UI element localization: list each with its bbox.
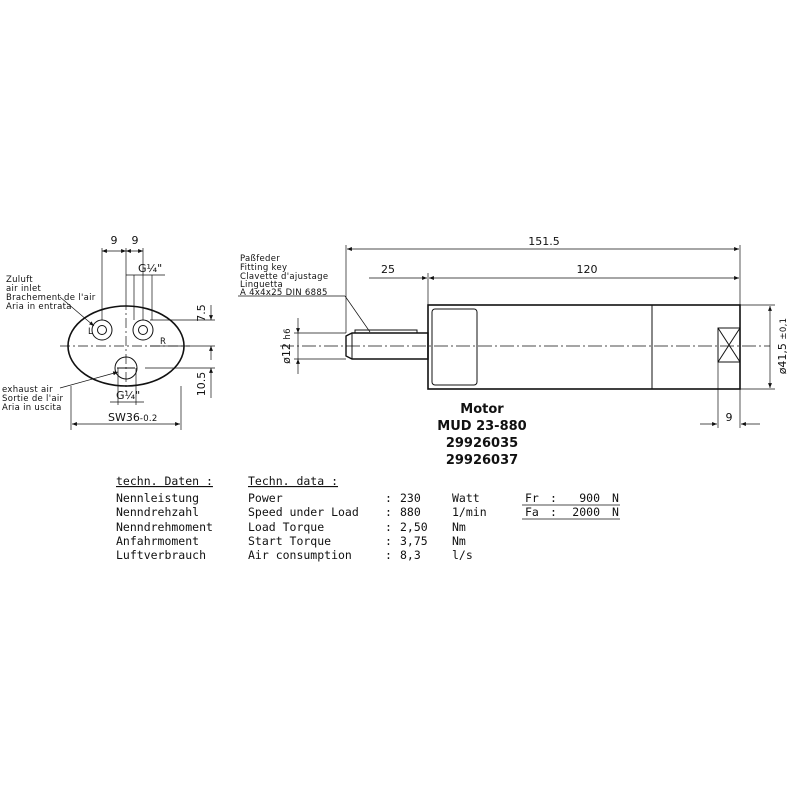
row-en: Speed under Load xyxy=(248,505,359,519)
tech-data-table: techn. Daten : Techn. data : Nennleistun… xyxy=(116,474,620,562)
svg-text:Brachement de l'air: Brachement de l'air xyxy=(6,293,96,303)
title-block: Motor MUD 23-880 29926035 29926037 xyxy=(437,402,526,468)
thread-bottom-label: G¼" xyxy=(116,389,140,402)
dim-25: 25 xyxy=(381,263,395,276)
front-view xyxy=(59,248,215,430)
row-unit: Nm xyxy=(452,534,466,548)
svg-text:Clavette d'ajustage: Clavette d'ajustage xyxy=(240,272,328,282)
row-val: 8,3 xyxy=(400,548,421,562)
row-de: Anfahrmoment xyxy=(116,534,199,548)
force-colon: : xyxy=(550,505,557,519)
row-val: 3,75 xyxy=(400,534,428,548)
row-en: Power xyxy=(248,491,283,505)
row-en: Air consumption xyxy=(248,548,352,562)
row-val: 2,50 xyxy=(400,520,428,534)
dim-9-right: 9 xyxy=(132,234,139,247)
port-l-circle xyxy=(91,319,113,341)
motor-body xyxy=(427,304,741,390)
fitting-key-label: Paßfeder Fitting key Clavette d'ajustage… xyxy=(240,254,328,298)
force-value: 900 xyxy=(579,491,600,505)
dim-151-5: 151.5 xyxy=(528,235,560,248)
title-part-1: 29926035 xyxy=(446,436,518,451)
svg-text:A 4x4x25 DIN 6885: A 4x4x25 DIN 6885 xyxy=(240,288,328,298)
row-colon: : xyxy=(385,520,392,534)
row-en: Start Torque xyxy=(248,534,331,548)
row-colon: : xyxy=(385,505,392,519)
header-de: techn. Daten : xyxy=(116,474,213,488)
exhaust-label: exhaust air Sortie de l'air Aria in usci… xyxy=(2,385,64,413)
svg-text:air inlet: air inlet xyxy=(6,284,42,294)
force-unit: N xyxy=(612,505,619,519)
row-de: Nenndrehmoment xyxy=(116,520,213,534)
svg-text:Sortie de l'air: Sortie de l'air xyxy=(2,394,64,404)
force-colon: : xyxy=(550,491,557,505)
port-l-label: L xyxy=(88,327,93,337)
svg-text:Zuluft: Zuluft xyxy=(6,275,33,285)
side-view xyxy=(238,245,775,428)
shaft-diameter: ø12 h6 xyxy=(280,328,293,364)
svg-text:Paßfeder: Paßfeder xyxy=(240,254,280,264)
dim-120: 120 xyxy=(577,263,598,276)
row-unit: Nm xyxy=(452,520,466,534)
row-colon: : xyxy=(385,534,392,548)
svg-text:exhaust air: exhaust air xyxy=(2,385,53,395)
dim-10-5: 10.5 xyxy=(195,372,208,397)
dim-9-left: 9 xyxy=(111,234,118,247)
force-unit: N xyxy=(612,491,619,505)
port-r-circle xyxy=(132,319,154,341)
header-en: Techn. data : xyxy=(248,474,338,488)
row-unit: Watt xyxy=(452,491,480,505)
dim-9-end: 9 xyxy=(726,411,733,424)
port-r-label: R xyxy=(160,337,166,347)
row-de: Nennleistung xyxy=(116,491,199,505)
row-unit: 1/min xyxy=(452,505,487,519)
row-val: 230 xyxy=(400,491,421,505)
exhaust-port-circle xyxy=(114,356,138,380)
svg-text:Aria in uscita: Aria in uscita xyxy=(2,403,62,413)
row-colon: : xyxy=(385,548,392,562)
force-label: Fa xyxy=(525,505,539,519)
row-val: 880 xyxy=(400,505,421,519)
inlet-label: Zuluft air inlet Brachement de l'air Ari… xyxy=(6,275,96,312)
row-de: Nenndrehzahl xyxy=(116,505,199,519)
dim-7-5: 7.5 xyxy=(195,304,208,322)
svg-text:Linguetta: Linguetta xyxy=(240,280,283,290)
force-label: Fr xyxy=(525,491,539,505)
row-unit: l/s xyxy=(452,548,473,562)
row-de: Luftverbrauch xyxy=(116,548,206,562)
fitting-key xyxy=(354,329,418,334)
body-diameter: ø41,5 ±0,1 xyxy=(776,318,789,375)
force-value: 2000 xyxy=(572,505,600,519)
title-part-2: 29926037 xyxy=(446,453,518,468)
row-colon: : xyxy=(385,491,392,505)
title-motor: Motor xyxy=(460,402,504,417)
svg-text:Fitting key: Fitting key xyxy=(240,263,287,273)
row-en: Load Torque xyxy=(248,520,324,534)
title-model: MUD 23-880 xyxy=(437,419,526,434)
svg-text:Aria in entrata: Aria in entrata xyxy=(6,302,72,312)
width-label: SW36-0.2 xyxy=(108,411,158,424)
thread-top-label: G¼" xyxy=(138,262,162,275)
